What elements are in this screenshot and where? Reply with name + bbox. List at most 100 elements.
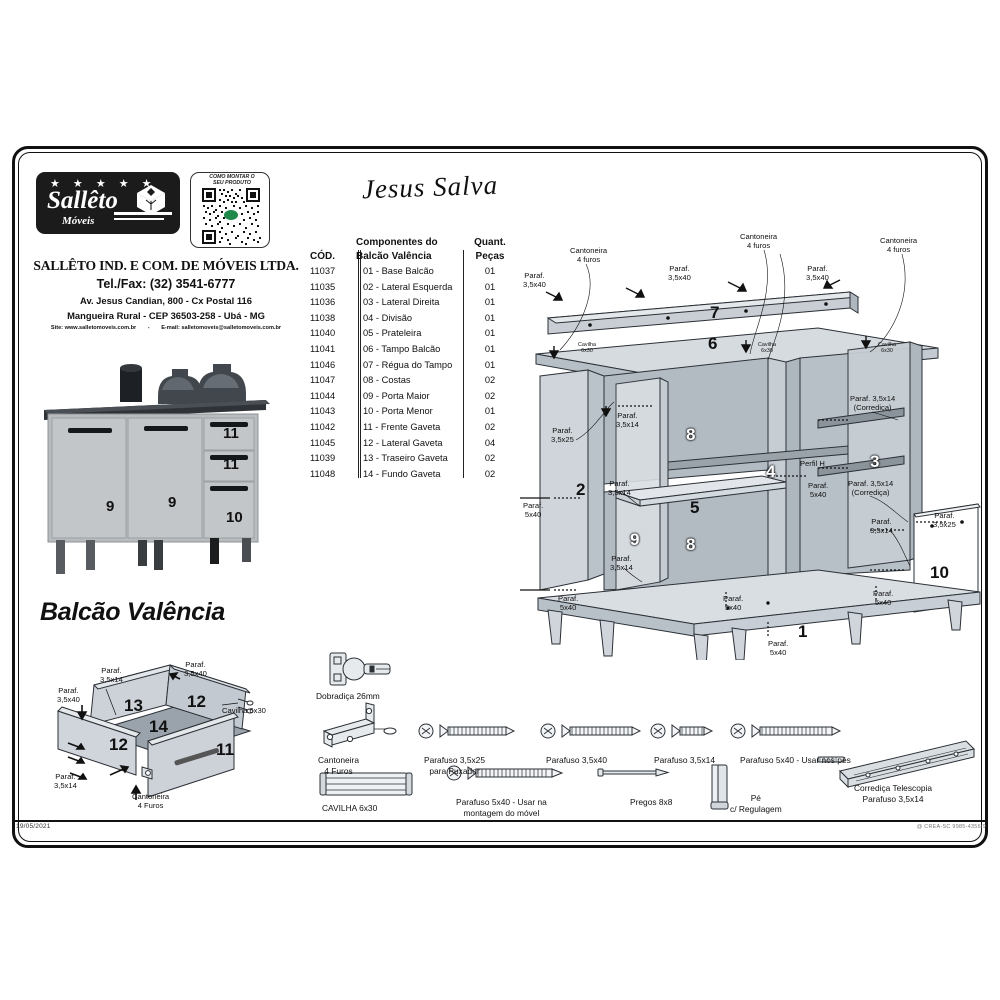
header-quantity-line1: Quant. xyxy=(474,237,506,248)
diagram-callout: Paraf.3,5x14 xyxy=(610,554,633,572)
callout-line: Cantoneira xyxy=(132,792,170,801)
diagram-callout: Paraf.3,5x25 xyxy=(551,426,574,444)
callout-line: Paraf. xyxy=(558,594,579,603)
cell-component: 08 - Costas xyxy=(363,375,411,386)
qr-code-box[interactable]: COMO MONTAR O SEU PRODUTO xyxy=(190,172,270,248)
cell-quantity: 04 xyxy=(484,437,496,448)
legend-item-hinge: Dobradiça 26mm xyxy=(316,691,380,702)
cube-icon xyxy=(137,185,165,215)
callout-line: Cantoneira xyxy=(740,232,778,241)
cell-cod: 11037 xyxy=(310,266,336,276)
cell-cod: 11040 xyxy=(310,328,336,339)
callout-line: Paraf. xyxy=(723,594,744,603)
cell-cod: 11044 xyxy=(310,390,336,401)
part-number: 14 xyxy=(149,717,168,736)
diagram-callout: Paraf.3,5x40 xyxy=(523,271,546,289)
cell-cod: 11045 xyxy=(310,437,336,448)
table-header: CÓD. Componentes do Balcão Valência Quan… xyxy=(306,236,516,266)
legend-item-screw-3540: Parafuso 3,5x40 xyxy=(546,755,607,766)
company-address-1: Av. Jesus Candian, 800 - Cx Postal 116 xyxy=(80,295,252,306)
callout-line: 4 furos xyxy=(576,254,601,264)
dowel-icon xyxy=(319,772,413,796)
photo-part-number: 9 xyxy=(106,498,115,515)
callout-line: 3,5x40 xyxy=(57,694,80,704)
cell-component: 05 - Prateleira xyxy=(363,328,422,339)
legend-label-line: 4 Furos xyxy=(324,765,353,776)
screw-5x40-pes-icon xyxy=(730,723,842,739)
callout-line: 5x40 xyxy=(524,509,542,519)
callout-line: (Corrediça) xyxy=(853,402,892,412)
callout-line: Cantoneira xyxy=(880,236,918,245)
part-number: 8 xyxy=(686,425,696,444)
cell-cod: 11041 xyxy=(310,343,336,354)
diagram-callout: Cavilha 6x30 xyxy=(222,706,266,716)
callout-line: Paraf. xyxy=(934,511,955,520)
screw-5x40-movel-icon xyxy=(446,765,564,781)
cell-quantity: 01 xyxy=(484,297,496,308)
table-divider-left2 xyxy=(360,250,361,478)
cell-quantity: 01 xyxy=(484,343,496,354)
callout-line: 5x40 xyxy=(769,647,787,657)
header-components-line2: Balcão Valência xyxy=(356,251,432,262)
bracket-icon xyxy=(322,702,397,748)
part-number: 12 xyxy=(187,692,206,711)
callout-line: 5x40 xyxy=(874,597,892,607)
cell-component: 12 - Lateral Gaveta xyxy=(363,437,443,448)
company-web: Site: www.salletomoveis.com.br - E-mail:… xyxy=(22,324,310,332)
cell-component: 09 - Porta Maior xyxy=(363,390,430,401)
legend-label-line: c/ Regulagem xyxy=(730,803,782,814)
legend-label-line: Parafuso 3,5x14 xyxy=(862,793,924,804)
diagram-callout: Paraf.3,5x40 xyxy=(57,686,80,704)
legend-label-line: Parafuso 5x40 - Usar na xyxy=(456,797,547,807)
callout-line: Paraf. xyxy=(101,666,122,675)
callout-line: 3,5x40 xyxy=(668,272,691,282)
legend-label-line: montagem do móvel xyxy=(463,807,540,818)
logo-subtitle: Móveis xyxy=(62,215,95,227)
header-quantity-line2: Peças xyxy=(475,251,505,262)
photo-part-number: 11 xyxy=(223,425,239,442)
company-info: SALLÊTO IND. E COM. DE MÓVEIS LTDA. Tel.… xyxy=(22,258,310,332)
legend-label-line: Parafuso 5x40 - Usar nos pés xyxy=(740,755,851,765)
part-number: 6 xyxy=(708,334,718,353)
callout-line: Cavilha xyxy=(878,342,896,348)
callout-line: 3,5x14 xyxy=(54,780,77,790)
cell-component: 10 - Porta Menor xyxy=(363,406,433,417)
callout-line: 3,5x14 xyxy=(608,487,631,497)
callout-line: Paraf. xyxy=(609,479,630,488)
photo-part-number: 10 xyxy=(226,509,243,526)
callout-line: Paraf. xyxy=(185,660,206,669)
foot-icon xyxy=(710,764,729,810)
callout-line: 5x40 xyxy=(724,602,742,612)
cell-quantity: 02 xyxy=(484,468,496,479)
callout-line: 6x30 xyxy=(881,348,893,354)
qr-caption-line2: SEU PRODUTO xyxy=(213,179,251,186)
product-title: Balcão Valência xyxy=(40,598,225,626)
callout-line: 3,5x40 xyxy=(806,272,829,282)
legend-label-line: Parafuso 3,5x25 xyxy=(424,755,485,765)
part-number: 11 xyxy=(216,740,234,759)
diagram-callout: Paraf.3,5x25 xyxy=(933,511,956,529)
diagram-callout: Paraf.5x40 xyxy=(768,639,788,657)
part-number: 9 xyxy=(630,530,640,549)
callout-line: Paraf. xyxy=(669,264,690,273)
slide-icon xyxy=(817,740,975,789)
legend-item-screw-5x40-pes: Parafuso 5x40 - Usar nos pés xyxy=(740,755,851,766)
callout-line: 3,5x25 xyxy=(551,434,574,444)
cell-cod: 11038 xyxy=(310,312,336,323)
diagram-callout: Paraf. 3,5x14(Corrediça) xyxy=(848,479,893,497)
diagram-callout: Paraf.5x40 xyxy=(723,594,744,612)
company-phone: Tel./Fax: (32) 3541-6777 xyxy=(96,277,236,291)
callout-line: 6x30 xyxy=(761,348,773,354)
legend-label-line: Dobradiça 26mm xyxy=(316,691,380,701)
diagram-callout: Paraf.3,5x40 xyxy=(806,264,829,282)
